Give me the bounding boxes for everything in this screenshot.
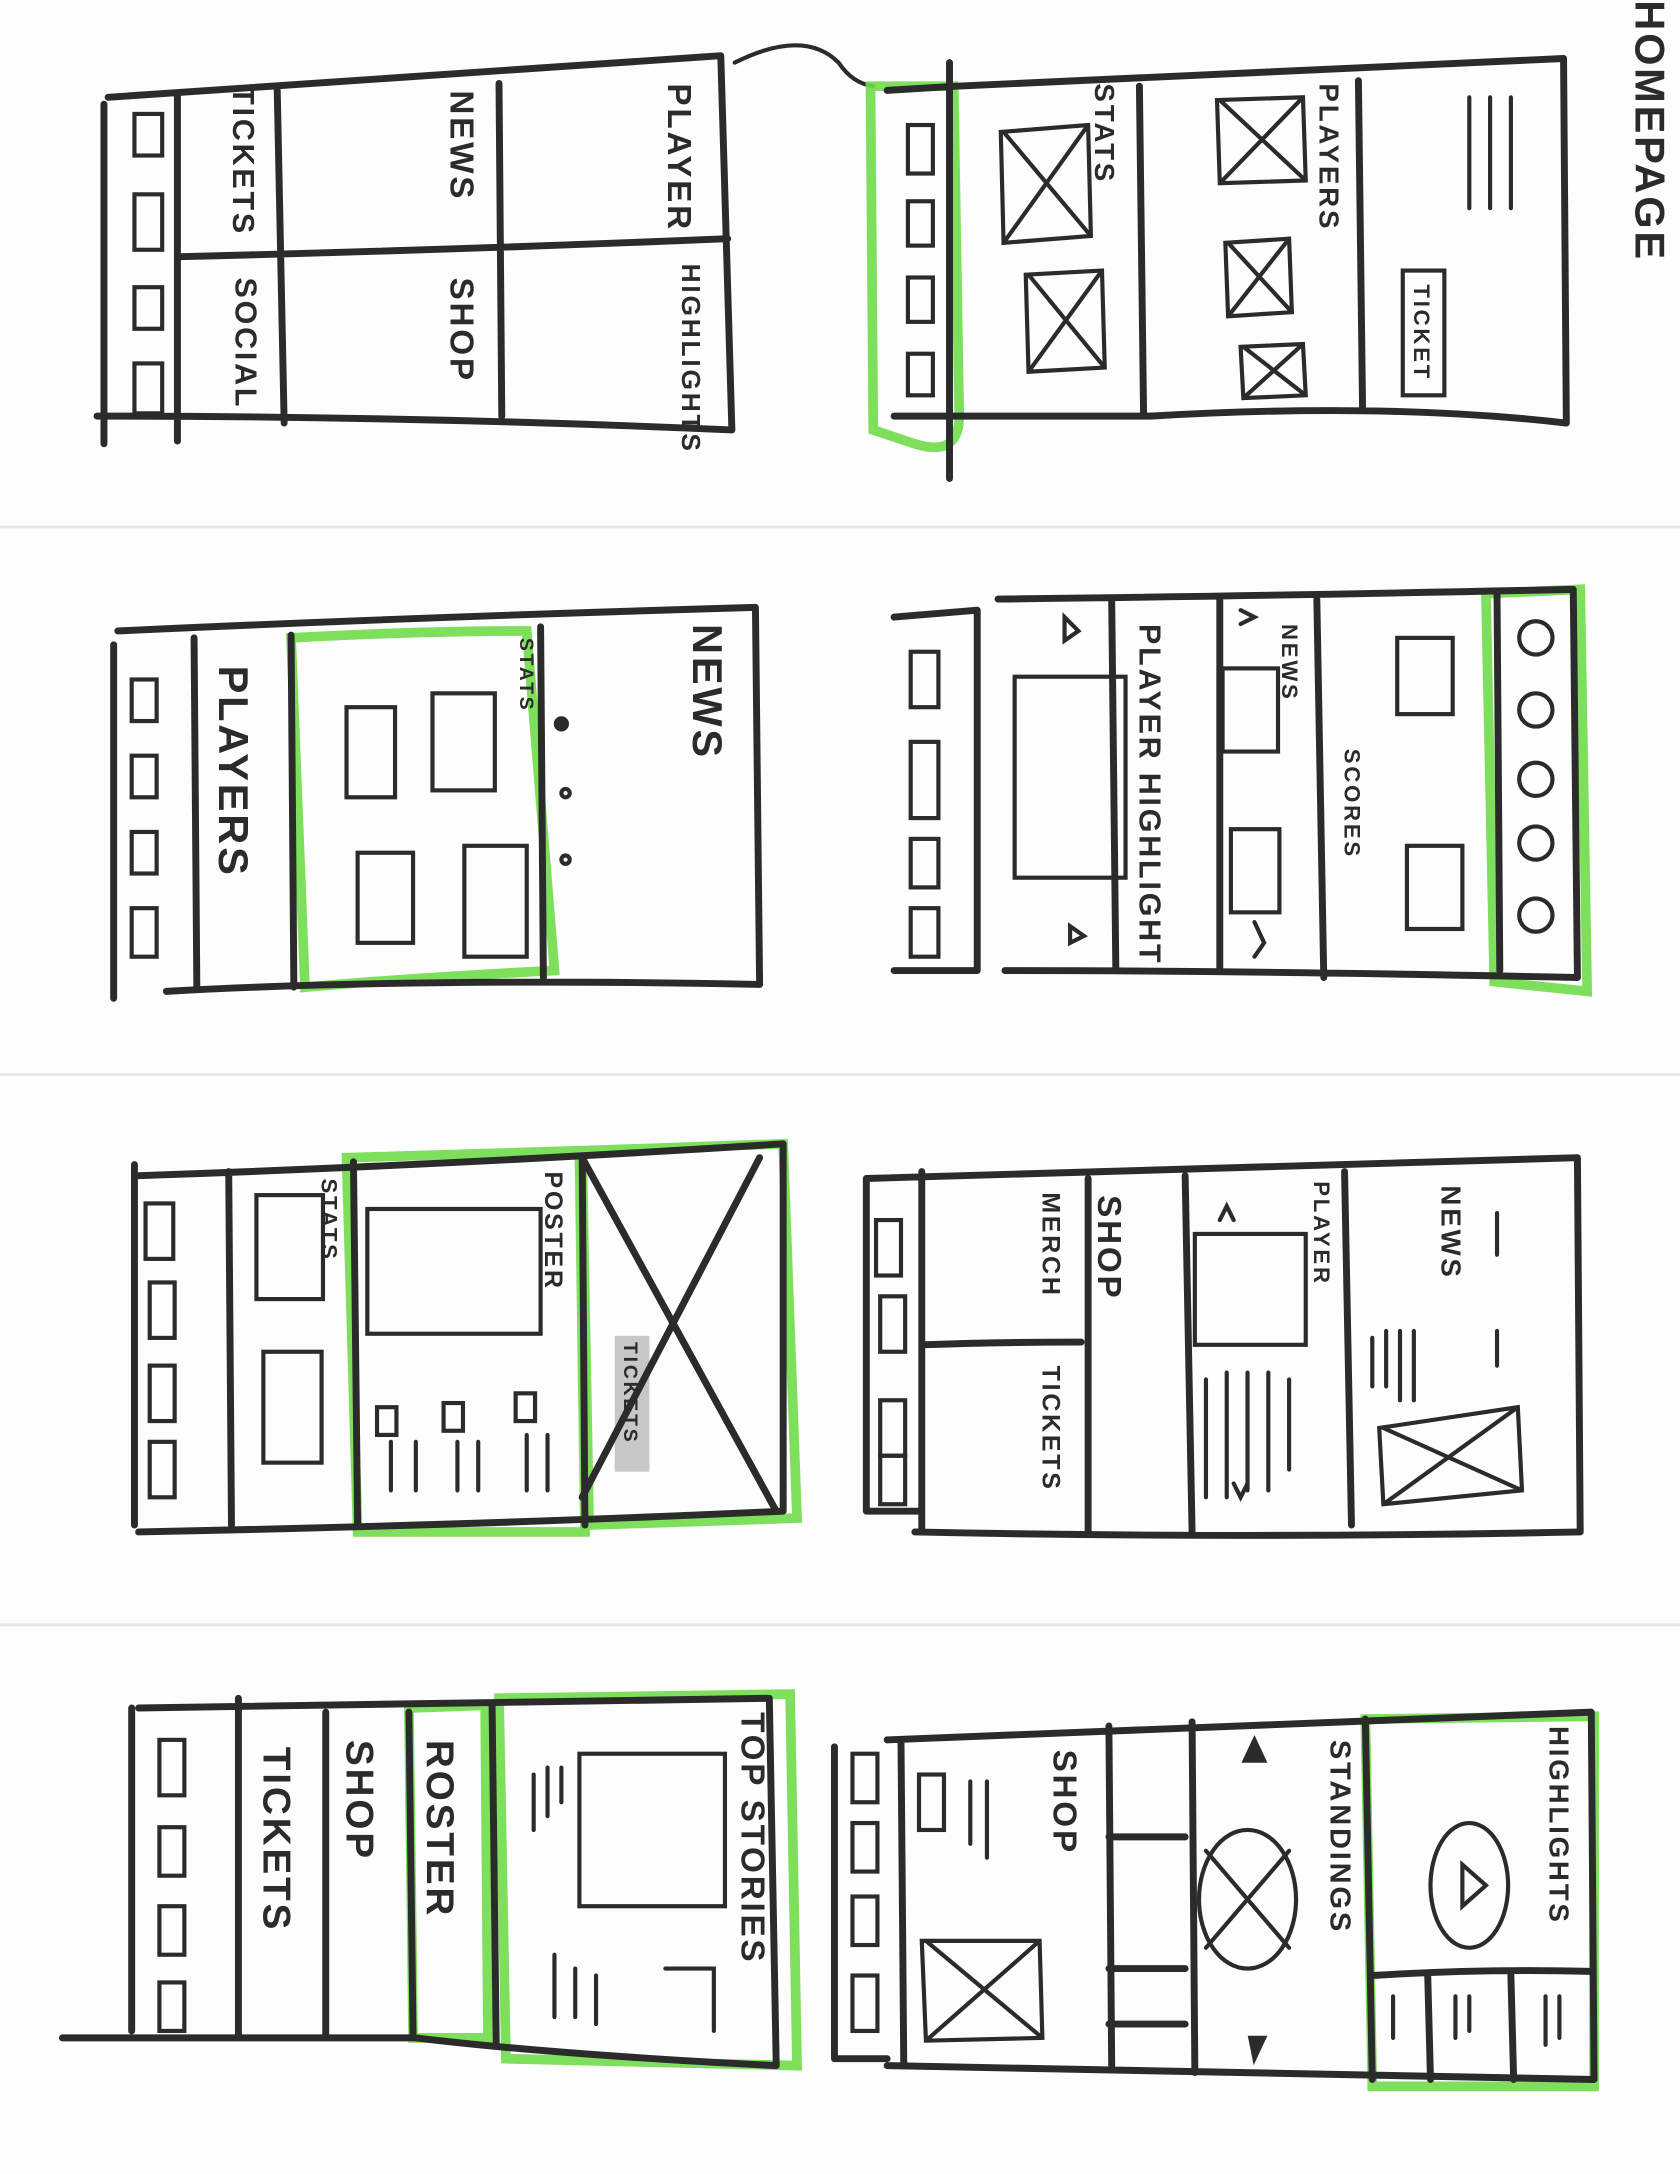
label-tickets: TICKETS [1036, 1366, 1064, 1492]
label-player: PLAYER [1309, 1181, 1334, 1285]
label-shop: SHOP [1045, 1750, 1082, 1855]
sketch-1: TICKETS SOCIAL NEWS SHOP PLAYER HIGHLIGH… [93, 43, 876, 454]
label-stats: STATS [1089, 83, 1120, 184]
label-scores: SCORES [1340, 749, 1365, 859]
label-stats: STATS [317, 1178, 342, 1261]
connector-line [732, 43, 876, 89]
label-poster: POSTER [539, 1172, 567, 1291]
sketch-2: STATS PLAYERS TICKET [865, 55, 1570, 482]
nav-icon-square [132, 192, 165, 252]
label-player-highlight: PLAYER HIGHLIGHT [1132, 624, 1166, 965]
page-title: HOMEPAGE [1627, 0, 1674, 262]
label-news: NEWS [1277, 624, 1302, 702]
label-news: NEWS [1436, 1185, 1467, 1279]
label-news: NEWS [442, 90, 479, 201]
sketch-8: SHOP STANDINGS HIGHLIGHTS [830, 1708, 1599, 2092]
sketch-6: MERCH TICKETS SHOP PLAYER NEWS [862, 1154, 1584, 1539]
button-ticket[interactable]: TICKET [1409, 284, 1434, 381]
nav-icon-square [132, 285, 165, 331]
label-news: NEWS [684, 624, 731, 760]
nav-icon-square [132, 111, 165, 158]
label-highlights: HIGHLIGHTS [676, 264, 706, 454]
button-tickets[interactable]: TICKETS [619, 1342, 641, 1444]
sketch-5: STATS POSTER TICKETS [130, 1138, 803, 1537]
label-highlights: HIGHLIGHTS [1544, 1726, 1575, 1925]
sketch-4: PLAYER HIGHLIGHT NEWS SCORES [890, 584, 1593, 997]
label-shop: SHOP [442, 277, 479, 382]
nav-icon-square [132, 361, 165, 416]
sketch-7: TICKETS SHOP ROSTER TOP STORIES [58, 1689, 802, 2071]
nav-icons [132, 111, 165, 416]
label-players: PLAYERS [1314, 83, 1345, 231]
label-tickets: TICKETS [226, 86, 260, 236]
label-tickets: TICKETS [254, 1747, 297, 1932]
sketch-3: PLAYERS STATS NEWS [110, 603, 764, 1002]
label-standings: STANDINGS [1324, 1740, 1356, 1934]
label-top-stories: TOP STORIES [734, 1712, 771, 1964]
label-merch: MERCH [1036, 1192, 1064, 1297]
label-stats: STATS [515, 638, 537, 713]
label-roster: ROSTER [418, 1740, 461, 1918]
label-players: PLAYERS [210, 666, 257, 878]
label-shop: SHOP [338, 1740, 381, 1861]
label-social: SOCIAL [229, 277, 263, 409]
label-shop: SHOP [1090, 1195, 1127, 1300]
label-player: PLAYER [660, 83, 697, 231]
